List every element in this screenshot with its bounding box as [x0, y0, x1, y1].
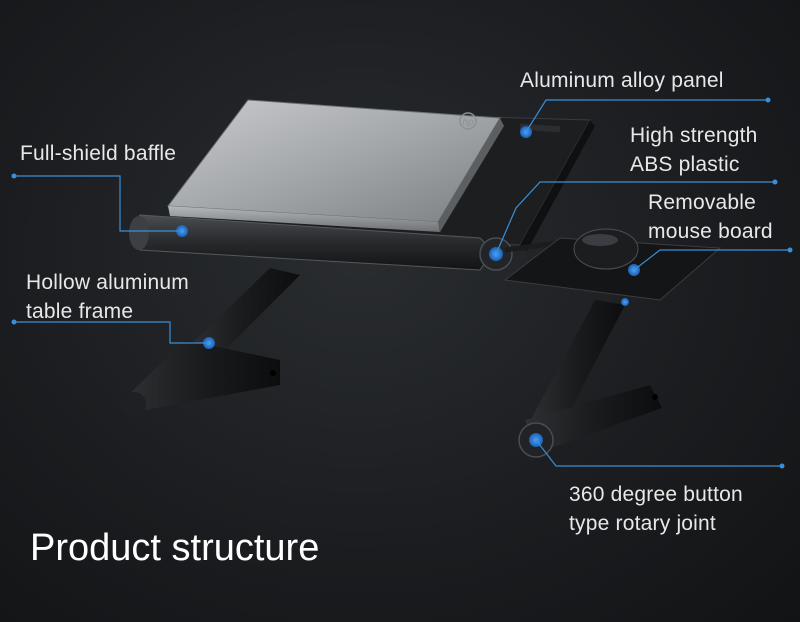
laptop-side — [438, 118, 504, 232]
laptop-logo-ring — [459, 112, 477, 130]
laptop-logo: hp — [462, 117, 474, 128]
left-upper-arm — [185, 268, 300, 360]
left-bottom-joint — [122, 392, 146, 416]
right-lower-arm — [525, 385, 662, 452]
label-mouse-board: Removable mouse board — [648, 188, 773, 246]
label-abs-line2: ABS plastic — [630, 153, 740, 176]
callout-end-dots — [11, 97, 793, 469]
label-full-shield: Full-shield baffle — [20, 139, 176, 168]
line-joint — [535, 439, 782, 467]
line-aluminum-panel — [525, 99, 768, 133]
label-mouse-line2: mouse board — [648, 220, 773, 243]
page-title: Product structure — [30, 527, 320, 569]
dot-right-mid — [621, 298, 629, 306]
callout-lines — [14, 99, 790, 467]
mouse-highlight — [582, 234, 618, 246]
line-full-shield — [14, 175, 182, 232]
label-aluminum-panel: Aluminum alloy panel — [520, 66, 724, 95]
label-full-shield-text: Full-shield baffle — [20, 142, 177, 165]
line-mouse-board — [633, 249, 790, 271]
line-abs — [495, 181, 775, 255]
label-frame-line1: Hollow aluminum — [26, 271, 189, 294]
label-frame-line2: table frame — [26, 300, 134, 323]
right-foot-hole — [652, 394, 658, 400]
label-joint-line1: 360 degree button — [569, 483, 743, 506]
label-aluminum-panel-text: Aluminum alloy panel — [520, 69, 724, 92]
label-abs: High strength ABS plastic — [630, 121, 758, 179]
left-lower-arm — [125, 340, 280, 412]
label-mouse-line1: Removable — [648, 191, 757, 214]
label-joint-line2: type rotary joint — [569, 512, 716, 535]
laptop-base — [168, 206, 440, 232]
label-joint: 360 degree button type rotary joint — [569, 480, 743, 538]
right-upper-arm — [528, 300, 625, 430]
panel-edge — [520, 120, 595, 251]
bar-end-cap — [129, 216, 149, 250]
label-abs-line1: High strength — [630, 124, 758, 147]
label-frame: Hollow aluminum table frame — [26, 268, 189, 326]
left-foot-hole — [270, 370, 276, 376]
line-frame — [14, 321, 209, 344]
